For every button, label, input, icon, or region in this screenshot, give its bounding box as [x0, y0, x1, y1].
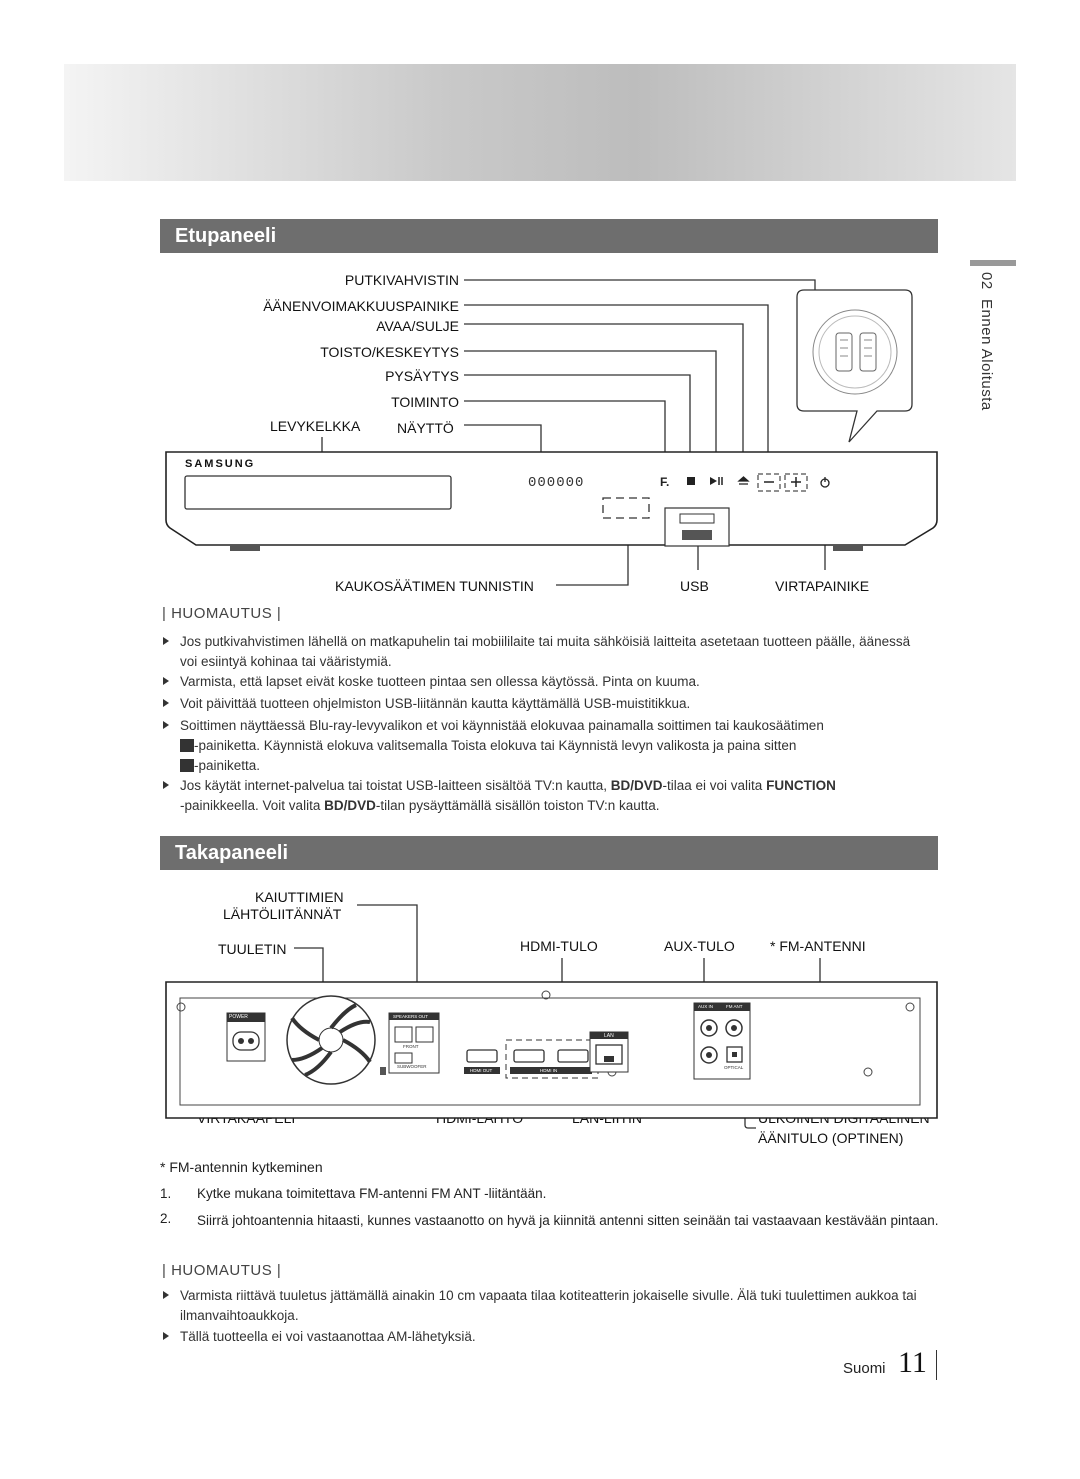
leader-volume — [464, 304, 769, 476]
fm-step-2-num: 2. — [160, 1211, 172, 1226]
rear-panel-diagram — [165, 904, 938, 1129]
leader-putki — [464, 279, 816, 305]
note-heading-rear: | HUOMAUTUS | — [162, 1262, 282, 1279]
chapter-label: 02 Ennen Aloitusta — [978, 272, 995, 411]
label-remote-sensor: KAUKOSÄÄTIMEN TUNNISTIN — [335, 578, 534, 594]
label-aux-in: AUX-TULO — [664, 938, 735, 954]
leader-optical — [744, 1116, 756, 1129]
enter-key-icon — [180, 739, 194, 752]
label-volume-button: ÄÄNENVOIMAKKUUSPAINIKE — [263, 298, 459, 314]
note-heading-front: | HUOMAUTUS | — [162, 605, 282, 622]
section-title-rear: Takapaneeli — [160, 836, 938, 870]
label-display: NÄYTTÖ — [397, 420, 454, 436]
front-note-1: Jos putkivahvistimen lähellä on matkapuh… — [163, 632, 920, 672]
panel-speakers-text: SPEAKERS OUT — [393, 1014, 429, 1019]
brand-logo: SAMSUNG — [185, 458, 256, 470]
leader-stop — [464, 374, 691, 476]
label-speaker-out-2: LÄHTÖLIITÄNNÄT — [223, 906, 342, 922]
chapter-title: Ennen Aloitusta — [978, 299, 995, 411]
label-hdmi-in: HDMI-TULO — [520, 938, 598, 954]
fm-step-2-text: Siirrä johtoantennia hitaasti, kunnes va… — [197, 1213, 939, 1228]
front-display-readout: 000000 — [528, 475, 585, 491]
page-number: 11 — [898, 1346, 927, 1379]
label-disc-tray: LEVYKELKKA — [270, 418, 361, 434]
front-note-3: Voit päivittää tuotteen ohjelmiston USB-… — [163, 694, 920, 714]
header-band — [64, 64, 1016, 181]
panel-hdmi-out-text: HDMI OUT — [470, 1068, 493, 1073]
panel-optical-text: OPTICAL — [724, 1065, 744, 1070]
panel-lan-text: LAN — [604, 1033, 614, 1039]
label-speaker-out-1: KAIUTTIMIEN — [255, 889, 344, 905]
leader-fan — [294, 947, 324, 988]
front-note-5: Jos käytät internet-palvelua tai toistat… — [163, 776, 920, 816]
footer-language: Suomi — [843, 1360, 886, 1377]
front-note-4: Soittimen näyttäessä Blu-ray-levyvalikon… — [163, 716, 920, 776]
fm-step-1-num: 1. — [160, 1186, 172, 1201]
leader-open — [464, 323, 744, 476]
chapter-tab-marker — [970, 260, 1016, 266]
label-usb: USB — [680, 578, 709, 594]
label-function: TOIMINTO — [391, 394, 459, 410]
label-optical-2: ÄÄNITULO (OPTINEN) — [758, 1130, 904, 1146]
label-putkivahvistin: PUTKIVAHVISTIN — [344, 272, 459, 288]
label-stop: PYSÄYTYS — [385, 368, 459, 384]
label-play-pause: TOISTO/KESKEYTYS — [320, 344, 459, 360]
panel-hdmi-in-text: HDMI IN — [540, 1068, 558, 1073]
chapter-number: 02 — [978, 272, 995, 290]
leader-remote — [556, 532, 629, 586]
label-fm-antenna: * FM-ANTENNI — [770, 938, 866, 954]
panel-aux-in-text: AUX IN — [698, 1004, 714, 1009]
section-title-front: Etupaneeli — [160, 219, 938, 253]
panel-fm-ant-text: FM ANT — [726, 1004, 743, 1009]
label-fan: TUULETIN — [218, 941, 287, 957]
panel-subwoofer-text: SUBWOOFER — [397, 1064, 427, 1069]
leader-function — [464, 400, 666, 476]
label-power-button: VIRTAPAINIKE — [775, 578, 870, 594]
rear-note-2: Tällä tuotteella ei voi vastaanottaa AM-… — [163, 1327, 920, 1347]
page-number-divider — [936, 1350, 937, 1380]
front-panel-diagram — [165, 279, 938, 586]
fm-heading: * FM-antennin kytkeminen — [160, 1159, 323, 1175]
front-note-2: Varmista, että lapset eivät koske tuotte… — [163, 672, 920, 692]
leader-speakers — [357, 904, 418, 1000]
label-open-close: AVAA/SULJE — [376, 318, 459, 334]
rear-note-1: Varmista riittävä tuuletus jättämällä ai… — [163, 1286, 920, 1326]
leader-play — [464, 350, 717, 476]
return-key-icon — [180, 759, 194, 772]
function-button: F. — [660, 475, 670, 489]
panel-power-text: POWER — [229, 1014, 248, 1020]
fm-step-1-text: Kytke mukana toimitettava FM-antenni FM … — [197, 1186, 547, 1201]
panel-front-text: FRONT — [403, 1044, 419, 1049]
